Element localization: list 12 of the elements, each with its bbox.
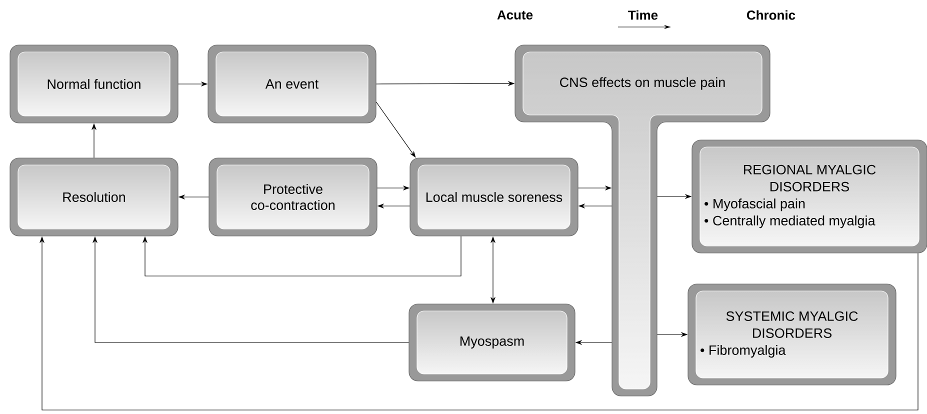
axis-label: Chronic xyxy=(746,10,796,20)
process-box: An event xyxy=(208,44,376,124)
process-box: Myospasm xyxy=(408,304,576,382)
process-box: REGIONAL MYALGIC DISORDERS • Myofascial pain • Centrally mediated myalgia xyxy=(692,140,927,254)
arrow xyxy=(142,236,462,276)
process-box: Local muscle soreness xyxy=(410,158,578,236)
process-box: Resolution xyxy=(10,158,178,236)
process-box: SYSTEMIC MYALGIC DISORDERS • Fibromyalgia xyxy=(688,284,896,386)
axis-label: Acute xyxy=(497,10,533,20)
process-box: Protective co-contraction xyxy=(208,158,378,236)
process-box: Normal function xyxy=(10,44,178,124)
axis-label: Time xyxy=(628,10,658,20)
